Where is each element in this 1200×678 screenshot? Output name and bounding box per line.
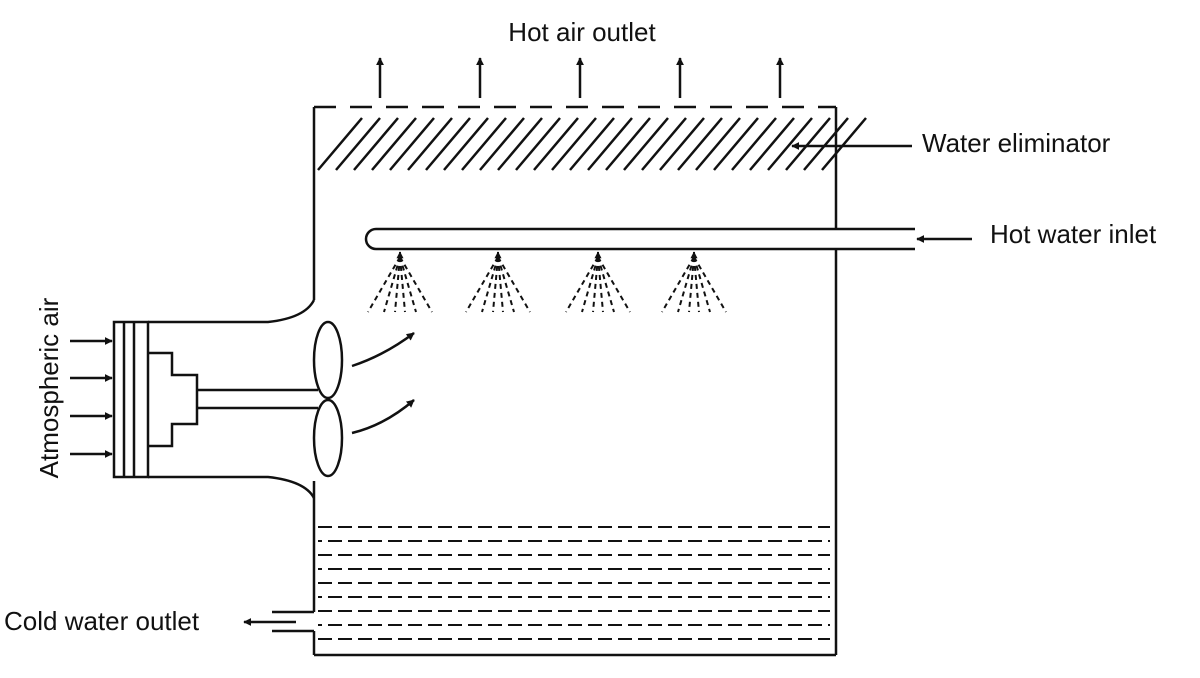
- fan-shaft: [197, 388, 318, 410]
- water-eliminator: [317, 117, 867, 171]
- hot-water-inlet-label: Hot water inlet: [990, 219, 1157, 249]
- spray-nozzles: [367, 251, 727, 313]
- water-basin: [318, 526, 830, 640]
- hot-air-outlet-label: Hot air outlet: [508, 17, 656, 47]
- tower-body: [312, 105, 838, 657]
- fan-housing: [112, 299, 316, 499]
- fan-blades: [312, 320, 344, 478]
- air-flow-arrows: [351, 332, 415, 435]
- cold-water-outlet-label: Cold water outlet: [4, 606, 200, 636]
- hot-air-outlet-arrows: [376, 57, 784, 98]
- fan-motor: [148, 351, 199, 448]
- water-eliminator-label: Water eliminator: [922, 128, 1111, 158]
- hot-water-pipe: [364, 227, 915, 251]
- atmospheric-air-arrows: [70, 337, 113, 458]
- atmospheric-air-label: Atmospheric air: [34, 297, 64, 478]
- cold-water-outlet-pipe: [272, 610, 314, 633]
